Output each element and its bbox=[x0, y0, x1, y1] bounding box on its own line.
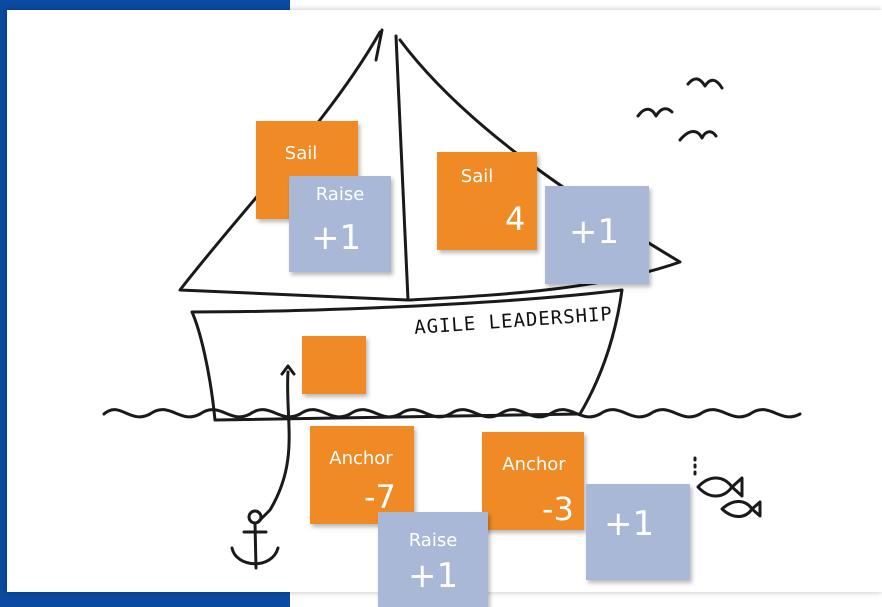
mast-main bbox=[394, 34, 410, 302]
bird-icon bbox=[686, 77, 724, 90]
whiteboard bbox=[7, 10, 882, 592]
note-value: +1 bbox=[569, 212, 620, 252]
note-value: +1 bbox=[604, 504, 655, 544]
sticky-note-anchor[interactable]: Anchor -7 bbox=[310, 426, 414, 524]
sticky-note-plus[interactable]: +1 bbox=[545, 186, 649, 284]
fish-icon bbox=[720, 500, 762, 518]
note-label: Sail bbox=[460, 166, 494, 187]
sticky-note-anchor[interactable]: Anchor -3 bbox=[482, 432, 584, 530]
waves bbox=[102, 408, 802, 419]
note-value: -7 bbox=[364, 478, 396, 516]
sticky-note-sail[interactable]: Sail 4 bbox=[437, 152, 537, 250]
sticky-note-plus[interactable]: +1 bbox=[586, 484, 690, 580]
note-label: Sail bbox=[284, 143, 318, 164]
bird-icon bbox=[678, 130, 718, 142]
bird-icon bbox=[636, 107, 674, 118]
note-value: 4 bbox=[505, 200, 526, 238]
note-label: Raise bbox=[315, 184, 365, 205]
note-label: Anchor bbox=[329, 448, 393, 469]
sail-right bbox=[398, 38, 682, 302]
anchor-icon bbox=[230, 509, 280, 570]
sticky-note-raise[interactable]: Raise +1 bbox=[378, 512, 488, 607]
hull bbox=[190, 288, 624, 422]
mast-left bbox=[374, 28, 384, 62]
sticky-note-blank[interactable] bbox=[302, 336, 366, 394]
note-label: Anchor bbox=[502, 454, 566, 475]
sticky-note-raise[interactable]: Raise +1 bbox=[289, 176, 391, 272]
note-value: -3 bbox=[542, 490, 574, 528]
note-label: Raise bbox=[408, 530, 458, 551]
fish-icon bbox=[696, 476, 744, 498]
note-value: +1 bbox=[311, 218, 362, 258]
anchor-rope bbox=[256, 370, 291, 524]
note-value: +1 bbox=[408, 556, 459, 596]
